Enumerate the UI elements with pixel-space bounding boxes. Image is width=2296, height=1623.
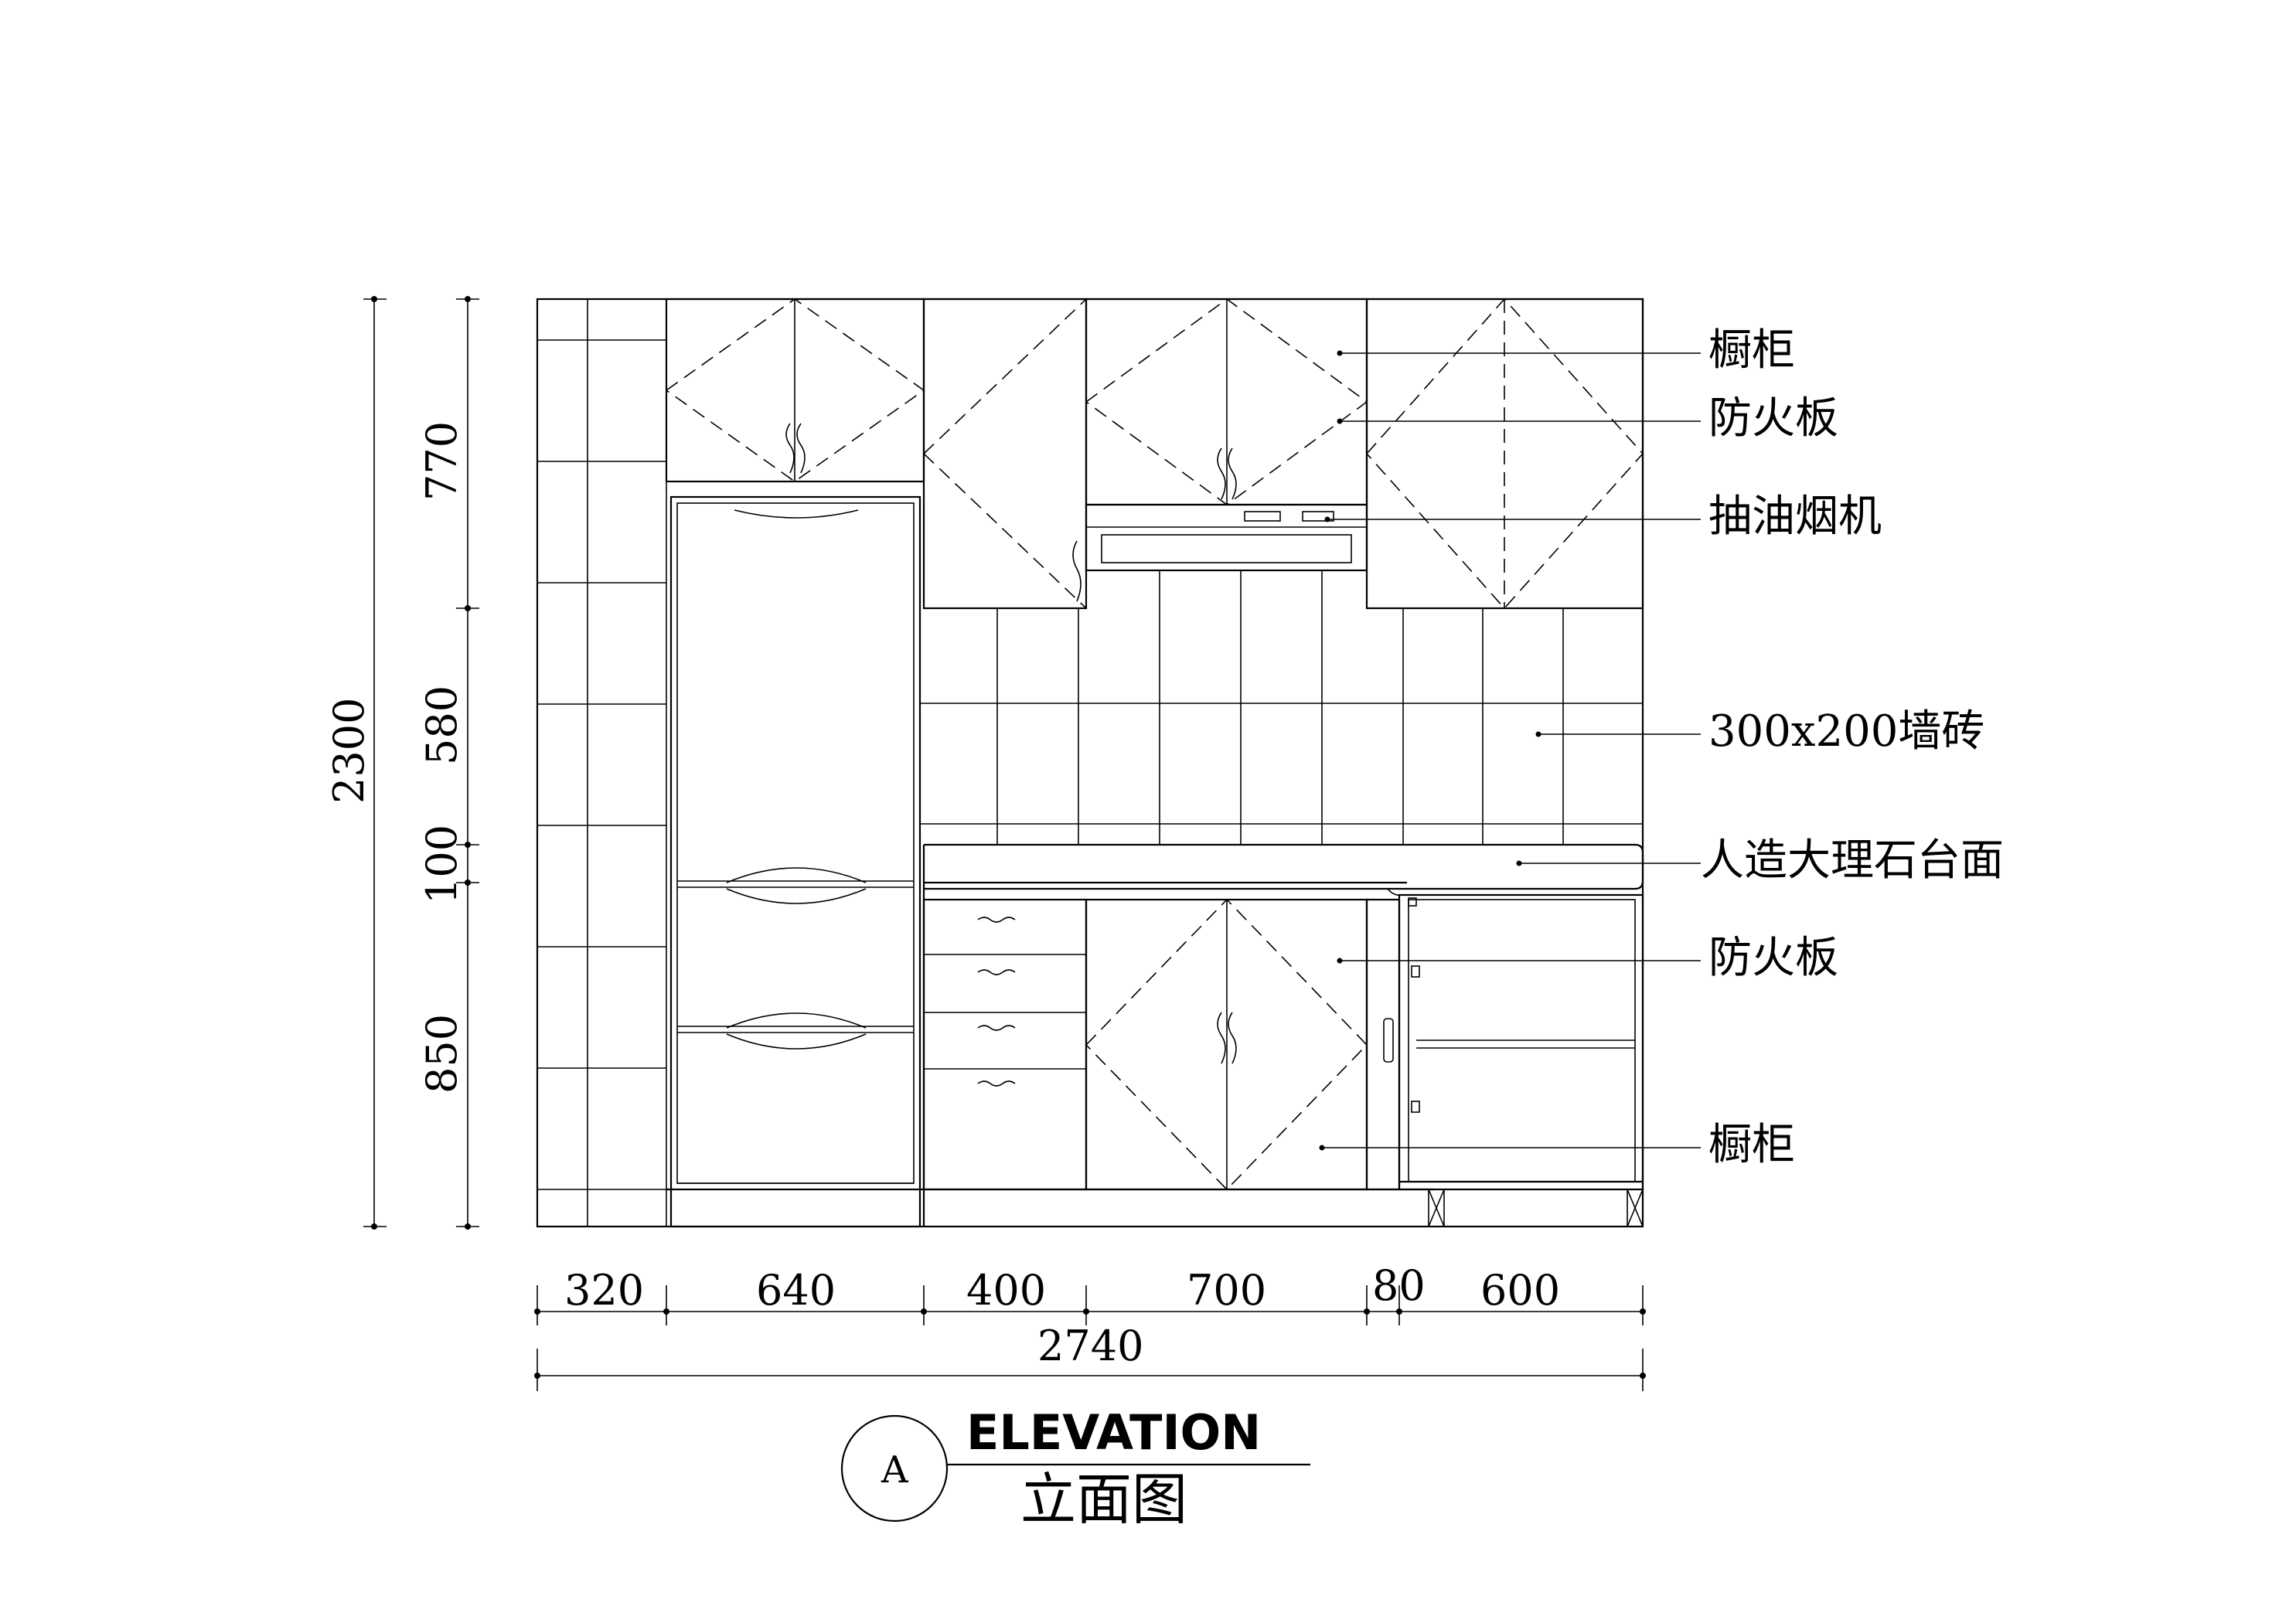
lower-cabinet-right xyxy=(1398,893,1644,1227)
label-fireproof-board-upper: 防火板 xyxy=(1708,393,1838,444)
label-upper-cabinet: 橱柜 xyxy=(1708,325,1795,376)
dim-w6: 600 xyxy=(1480,1266,1560,1315)
dim-w1: 320 xyxy=(564,1266,644,1315)
dim-w5: 80 xyxy=(1372,1261,1426,1310)
fridge xyxy=(669,495,921,1228)
dim-h-counter: 100 xyxy=(417,825,466,904)
dim-h-lower: 850 xyxy=(417,1014,466,1094)
label-wall-tile: 300x200墙砖 xyxy=(1708,706,1984,757)
dim-h-upper: 770 xyxy=(417,421,466,501)
range-hood xyxy=(1085,503,1368,572)
lower-drawers xyxy=(922,898,1434,1191)
lower-cabinet-700 xyxy=(1085,898,1368,1191)
annotation-leaders xyxy=(1319,350,1701,1151)
label-lower-cabinet: 橱柜 xyxy=(1708,1120,1795,1170)
label-range-hood: 抽油烟机 xyxy=(1708,492,1882,542)
upper-cabinet-right xyxy=(1365,298,1644,610)
dim-total-width: 2740 xyxy=(1037,1322,1143,1370)
title-chinese: 立面图 xyxy=(1020,1467,1187,1532)
dim-total-height: 2300 xyxy=(325,698,373,804)
label-countertop: 人造大理石台面 xyxy=(1701,835,2004,886)
filler-panel xyxy=(1365,898,1401,1191)
elevation-outline xyxy=(536,298,1644,1228)
upper-cabinet-left xyxy=(665,298,925,483)
dim-h-mid: 580 xyxy=(417,686,466,765)
title-block xyxy=(840,1414,1310,1523)
upper-cabinet-400 xyxy=(922,298,1088,610)
countertop xyxy=(922,843,1644,1227)
backsplash-tiles xyxy=(920,570,1643,845)
title-marker: A xyxy=(881,1448,909,1492)
horizontal-dimensions xyxy=(534,1285,1646,1391)
left-tile-column xyxy=(537,299,667,1227)
dim-w3: 400 xyxy=(966,1266,1046,1315)
upper-cabinet-700 xyxy=(1085,298,1368,506)
dim-w4: 700 xyxy=(1187,1266,1266,1315)
label-fireproof-board-lower: 防火板 xyxy=(1708,933,1838,983)
vertical-dimensions xyxy=(363,296,479,1230)
title-english: ELEVATION xyxy=(966,1404,1261,1461)
dim-w2: 640 xyxy=(756,1266,836,1315)
